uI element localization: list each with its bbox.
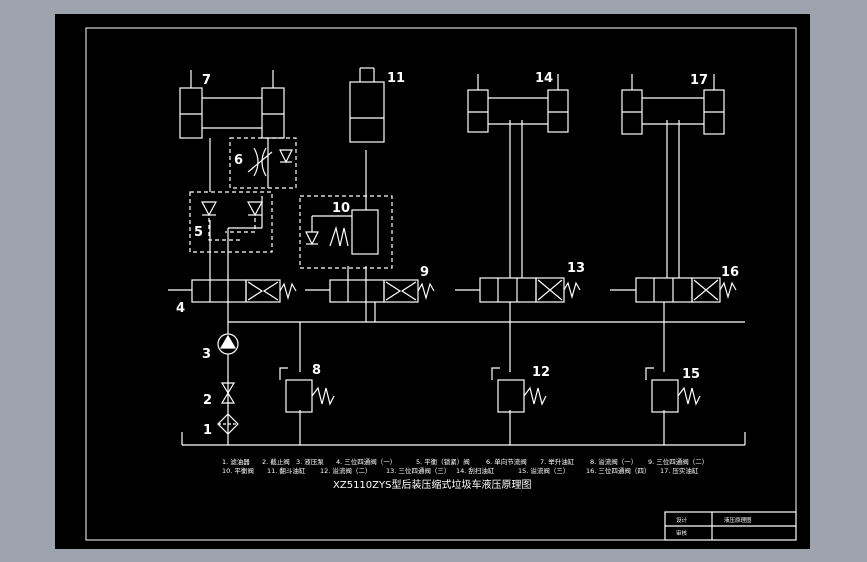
legend-item: 16. 三位四通阀（四）: [586, 466, 650, 475]
label-2: 2: [203, 393, 212, 408]
legend-item: 9. 三位四通阀（二）: [648, 457, 708, 466]
label-16: 16: [721, 265, 739, 280]
balance-valve-10-icon: [305, 209, 379, 255]
label-5: 5: [194, 225, 203, 240]
tipping-cylinder-11-icon: [349, 67, 385, 143]
check-valve-5a-icon: [200, 201, 218, 217]
label-9: 9: [420, 265, 429, 280]
lift-cylinder-7-icon: [179, 70, 285, 139]
label-11: 11: [387, 71, 405, 86]
drawing-border: [85, 27, 797, 541]
relief-valve-12-icon: [491, 367, 547, 413]
legend-item: 4. 三位四通阀（一）: [336, 457, 396, 466]
relief-valve-8-icon: [279, 367, 335, 413]
pump-3-icon: [217, 333, 239, 355]
drawing-sheet: [55, 14, 810, 549]
label-12: 12: [532, 365, 550, 380]
legend-item: 1. 滤油器: [222, 457, 250, 466]
label-8: 8: [312, 363, 321, 378]
directional-valve-4-icon: [168, 279, 297, 303]
label-7: 7: [202, 73, 211, 88]
legend-item: 17. 压实油缸: [660, 466, 699, 475]
title-block: [664, 511, 797, 541]
balance-valve-10-box: [299, 195, 393, 269]
directional-valve-13-icon: [455, 277, 581, 303]
label-4: 4: [176, 301, 185, 316]
title-block-cell-1: 设计: [676, 516, 688, 524]
legend-item: 12. 溢流阀（二）: [320, 466, 371, 475]
check-valve-5b-icon: [246, 201, 264, 217]
legend-item: 15. 溢流阀（三）: [518, 466, 569, 475]
label-15: 15: [682, 367, 700, 382]
title-block-cell-3: 液压原理图: [724, 516, 752, 524]
stop-valve-2-icon: [220, 382, 236, 404]
legend-item: 8. 溢流阀（一）: [590, 457, 637, 466]
label-17: 17: [690, 73, 708, 88]
legend-item: 10. 平衡阀: [222, 466, 254, 475]
legend-item: 3. 液压泵: [296, 457, 324, 466]
legend-item: 11. 翻斗油缸: [267, 466, 306, 475]
legend-item: 6. 单向节流阀: [486, 457, 527, 466]
throttle-valve-6-box: [229, 137, 297, 189]
label-14: 14: [535, 71, 553, 86]
title-block-cell-2: 审核: [676, 529, 688, 537]
label-13: 13: [567, 261, 585, 276]
legend-item: 2. 截止阀: [262, 457, 290, 466]
legend-item: 7. 举升油缸: [540, 457, 575, 466]
sweep-cylinder-14-icon: [467, 74, 569, 133]
legend-row-2: 10. 平衡阀 11. 翻斗油缸 12. 溢流阀（二） 13. 三位四通阀（三） 14.…: [222, 466, 699, 475]
legend-item: 14. 刮扫油缸: [456, 466, 495, 475]
relief-valve-15-icon: [645, 367, 701, 413]
drawing-title: XZ5110ZYS型后装压缩式垃圾车液压原理图: [333, 478, 531, 491]
label-3: 3: [202, 347, 211, 362]
label-6: 6: [234, 153, 243, 168]
directional-valve-9-icon: [305, 279, 435, 303]
legend-item: 5. 平衡（锁紧）阀: [416, 457, 470, 466]
legend-row-1: 1. 滤油器 2. 截止阀 3. 液压泵 4. 三位四通阀（一） 5. 平衡（锁紧）阀 6…: [222, 457, 708, 466]
legend-item: 13. 三位四通阀（三）: [386, 466, 450, 475]
label-10: 10: [332, 201, 350, 216]
balance-valve-5-box: [189, 191, 273, 253]
compaction-cylinder-17-icon: [621, 74, 725, 135]
label-1: 1: [203, 423, 212, 438]
filter-1-icon: [217, 413, 239, 435]
